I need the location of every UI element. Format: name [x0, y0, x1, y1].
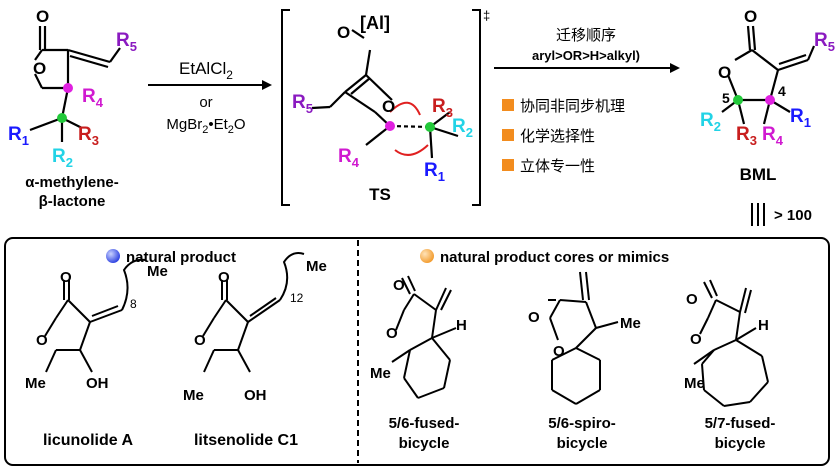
ts-arrow-upper	[389, 101, 421, 116]
litsenolide-chain: Me	[306, 258, 327, 275]
fused56-h: H	[456, 317, 467, 334]
reactant-carbonyl-o: O	[36, 7, 49, 26]
reaction-arrow-1	[148, 80, 272, 90]
ts-r4: R4	[338, 146, 360, 170]
fused-57-structure	[693, 279, 769, 407]
product-label: BML	[740, 165, 777, 184]
licunolide-me: Me	[25, 375, 46, 392]
product-green-dot	[733, 95, 743, 105]
spiro-name-line1: 5/6-spiro-	[548, 415, 616, 432]
ts-r5: R5	[292, 92, 313, 116]
fused57-carbonyl-o: O	[686, 291, 698, 308]
product-r4: R4	[762, 124, 784, 148]
product-pos5: 5	[722, 90, 730, 106]
licunolide-name: licunolide A	[43, 432, 134, 449]
fused-56-structure	[391, 275, 457, 399]
bullet-square-2	[502, 129, 514, 141]
reaction-arrow-2	[494, 63, 680, 73]
reactant-label-line1: α-methylene-	[25, 174, 118, 191]
litsenolide-ring-o: O	[194, 332, 206, 349]
fused56-ring-o: O	[386, 325, 398, 342]
left-box-title: natural product	[126, 249, 236, 266]
licunolide-carbonyl-o: O	[60, 269, 72, 286]
product-ring-o: O	[718, 63, 731, 82]
reagent-2: MgBr2•Et2O	[166, 116, 245, 136]
licunolide-chain-count: 8	[130, 297, 137, 311]
fused57-h: H	[758, 317, 769, 334]
fused57-ring-o: O	[690, 331, 702, 348]
ts-r3: R3	[432, 96, 453, 120]
product-carbonyl-o: O	[744, 7, 757, 26]
licunolide-oh: OH	[86, 375, 109, 392]
product-structure	[721, 25, 816, 125]
ts-r1: R1	[424, 160, 445, 184]
ts-label: TS	[369, 185, 391, 204]
natural-product-dot-icon	[106, 249, 120, 263]
reagent-1: EtAlCl2	[179, 59, 233, 82]
bullet-square-1	[502, 99, 514, 111]
fused56-name-line2: bicycle	[399, 435, 450, 452]
litsenolide-chain-count: 12	[290, 291, 304, 305]
examples-box	[4, 237, 830, 466]
ts-lewis-acid: [Al]	[360, 13, 390, 33]
fused57-name-line1: 5/7-fused-	[705, 415, 776, 432]
litsenolide-c1-structure	[202, 252, 305, 373]
litsenolide-carbonyl-o: O	[218, 269, 230, 286]
triple-bar-icon	[751, 203, 765, 226]
ts-arrow-lower	[394, 144, 429, 156]
product-r3: R3	[736, 124, 757, 148]
ts-structure	[311, 29, 459, 159]
reactant-ring-o: O	[33, 59, 46, 78]
bullet-square-3	[502, 159, 514, 171]
spiro-name-line2: bicycle	[557, 435, 608, 452]
litsenolide-oh: OH	[244, 387, 267, 404]
licunolide-a-structure	[44, 258, 147, 373]
licunolide-ring-o: O	[36, 332, 48, 349]
litsenolide-me: Me	[183, 387, 204, 404]
product-r5: R5	[814, 30, 835, 54]
spiro-ring-o: O	[553, 343, 565, 360]
ts-magenta-dot	[385, 121, 395, 131]
reactant-r2: R2	[52, 146, 73, 170]
litsenolide-name: litsenolide C1	[194, 432, 298, 449]
fused56-name-line1: 5/6-fused-	[389, 415, 460, 432]
migration-title: 迁移顺序	[556, 27, 616, 44]
right-box-title: natural product cores or mimics	[440, 249, 669, 266]
magenta-dot	[63, 83, 73, 93]
product-r2: R2	[700, 110, 721, 134]
spiro-56-structure	[548, 271, 619, 405]
conditions-or: or	[199, 94, 212, 111]
ts-green-dot	[425, 122, 435, 132]
ts-o-ring: O	[382, 97, 395, 116]
bullet-text-3: 立体专一性	[520, 158, 595, 175]
fused57-name-line2: bicycle	[715, 435, 766, 452]
bullet-text-2: 化学选择性	[520, 128, 595, 145]
ts-dagger: ‡	[483, 8, 490, 23]
product-magenta-dot	[765, 95, 775, 105]
licunolide-chain: Me	[147, 263, 168, 280]
fused57-me: Me	[684, 375, 705, 392]
mimics-dot-icon	[420, 249, 434, 263]
reactant-r1: R1	[8, 124, 29, 148]
spiro-carbonyl-o: O	[528, 309, 540, 326]
fused56-carbonyl-o: O	[393, 277, 405, 294]
fused56-me: Me	[370, 365, 391, 382]
reactant-structure	[29, 26, 121, 142]
product-pos4: 4	[778, 83, 786, 99]
bullet-text-1: 协同非同步机理	[520, 98, 625, 115]
reactant-label-line2: β-lactone	[39, 193, 106, 210]
product-count: > 100	[774, 207, 812, 224]
ts-brackets	[281, 9, 481, 206]
migration-order: aryl>OR>H>alkyl)	[532, 48, 640, 63]
ts-r2: R2	[452, 116, 473, 140]
reactant-r5: R5	[116, 30, 137, 54]
reactant-r4: R4	[82, 86, 104, 110]
green-dot	[57, 113, 67, 123]
product-r1: R1	[790, 106, 811, 130]
reactant-r3: R3	[78, 124, 99, 148]
spiro-me: Me	[620, 315, 641, 332]
ts-o-top: O	[337, 23, 350, 42]
